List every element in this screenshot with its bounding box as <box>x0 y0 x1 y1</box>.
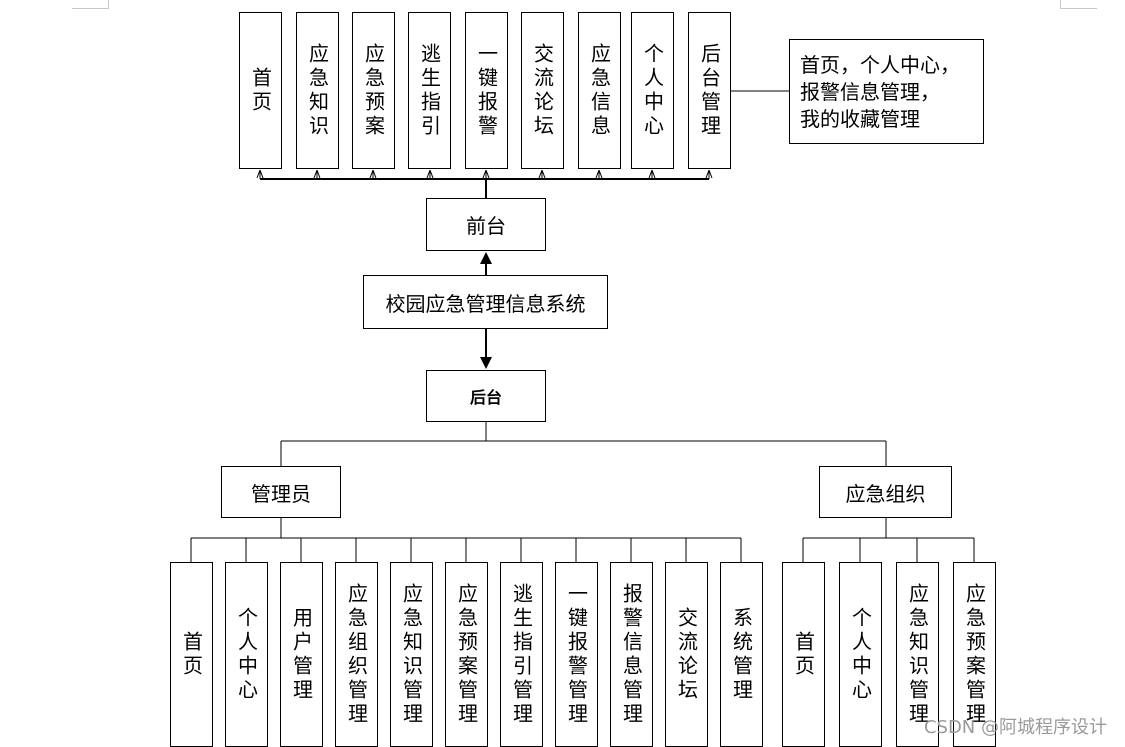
frontend-module-personal-center: 个人中心 <box>631 12 674 169</box>
frontend-module-backend-admin: 后台管理 <box>688 12 731 169</box>
note-line-3: 我的收藏管理 <box>800 107 920 131</box>
admin-module-forum: 交流论坛 <box>665 562 708 747</box>
org-module-emergency-plan-management: 应急预案管理 <box>953 562 996 747</box>
frontend-module-emergency-knowledge: 应急知识 <box>296 12 339 169</box>
frontend-module-one-key-alarm: 一键报警 <box>465 12 508 169</box>
admin-module-escape-guide-management: 逃生指引管理 <box>500 562 543 747</box>
backend-admin-note: 首页，个人中心， 报警信息管理， 我的收藏管理 <box>789 39 984 144</box>
admin-role-box: 管理员 <box>221 466 341 518</box>
admin-module-system-management: 系统管理 <box>720 562 763 747</box>
admin-module-home: 首页 <box>170 562 213 747</box>
org-module-emergency-knowledge-management: 应急知识管理 <box>896 562 939 747</box>
admin-module-alarm-info-management: 报警信息管理 <box>610 562 653 747</box>
admin-module-personal-center: 个人中心 <box>225 562 268 747</box>
page-corner-mark-left <box>72 0 109 9</box>
backend-box: 后台 <box>426 370 546 422</box>
org-module-home: 首页 <box>782 562 825 747</box>
frontend-module-forum: 交流论坛 <box>521 12 564 169</box>
note-line-2: 报警信息管理， <box>800 80 940 104</box>
frontend-module-escape-guide: 逃生指引 <box>408 12 451 169</box>
emergency-org-role-box: 应急组织 <box>819 466 952 518</box>
frontend-module-home: 首页 <box>239 12 282 169</box>
admin-module-emergency-knowledge-management: 应急知识管理 <box>390 562 433 747</box>
admin-module-emergency-org-management: 应急组织管理 <box>335 562 378 747</box>
admin-module-emergency-plan-management: 应急预案管理 <box>445 562 488 747</box>
admin-module-user-management: 用户管理 <box>280 562 323 747</box>
admin-module-one-key-alarm-management: 一键报警管理 <box>555 562 598 747</box>
system-title-box: 校园应急管理信息系统 <box>363 275 608 329</box>
page-corner-mark-right <box>1060 0 1097 9</box>
watermark: CSDN @阿城程序设计 <box>923 717 1107 738</box>
frontend-box: 前台 <box>426 198 546 251</box>
note-line-1: 首页，个人中心， <box>800 53 960 77</box>
frontend-module-emergency-info: 应急信息 <box>578 12 621 169</box>
frontend-module-emergency-plan: 应急预案 <box>352 12 395 169</box>
org-module-personal-center: 个人中心 <box>839 562 882 747</box>
